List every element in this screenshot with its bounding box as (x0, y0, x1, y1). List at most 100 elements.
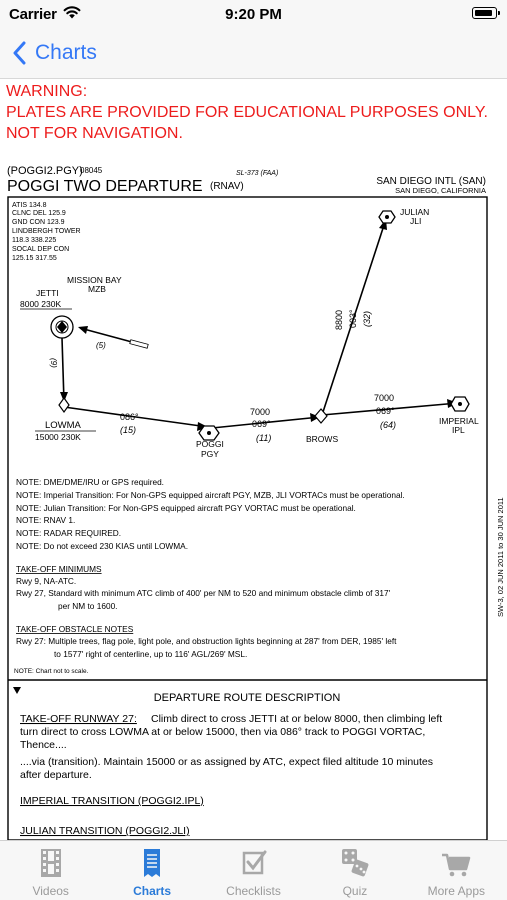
back-button[interactable]: Charts (12, 37, 97, 69)
status-time: 9:20 PM (225, 6, 282, 23)
procedure-title: POGGI TWO DEPARTURE (7, 178, 203, 195)
leg-distance-jetti-lowma: (9) (49, 358, 58, 368)
note-line: NOTE: RADAR REQUIRED. (16, 528, 121, 538)
route-leg-brows-imperial (321, 402, 459, 416)
warning-line: WARNING: (6, 83, 88, 100)
route-description-line: after departure. (20, 769, 92, 781)
fix-jetti (50, 315, 74, 339)
arrowhead-poggi (197, 422, 208, 431)
takeoff-minimums-line: Rwy 27, Standard with minimum ATC climb … (16, 588, 391, 598)
fix-label-julian: JULIAN (400, 207, 429, 217)
leg-distance-brows-julian: (32) (362, 311, 372, 327)
navaid-imperial-symbol (450, 396, 470, 412)
chevron-left-icon (13, 41, 26, 65)
frequency-line: 118.3 338.225 (12, 237, 56, 244)
route-description-line: ....via (transition). Maintain 15000 or … (20, 756, 433, 768)
takeoff-minimums-section: TAKE-OFF MINIMUMS Rwy 9, NA-ATC. Rwy 27,… (16, 564, 391, 611)
departure-chart-plate[interactable]: (POGGI2.PGY) 08045 SL-373 (FAA) POGGI TW… (0, 145, 507, 840)
obstacle-notes-line: Rwy 27: Multiple trees, flag pole, light… (16, 636, 397, 646)
carrier-label: Carrier (9, 6, 57, 23)
effective-dates: SW-3, 02 JUN 2011 to 30 JUN 2011 (496, 497, 505, 617)
procedure-number: 08045 (80, 166, 103, 175)
leg-labels: (9) (5) 086° (15) 7000 069° (11) 7000 06… (49, 309, 396, 443)
route-description-line: Thence.... (20, 739, 67, 751)
leg-course-brows-julian: 003° (348, 309, 358, 328)
scale-note: NOTE: Chart not to scale. (14, 668, 89, 675)
route-leg-poggi-brows (211, 416, 321, 429)
warning-text: WARNING: PLATES ARE PROVIDED FOR EDUCATI… (6, 81, 501, 144)
note-line: NOTE: DME/DME/IRU or GPS required. (16, 477, 164, 487)
route-lines (61, 218, 459, 429)
status-bar: Carrier 9:20 PM (0, 0, 507, 28)
tab-videos[interactable]: Videos (0, 841, 101, 900)
airport-city: SAN DIEGO, CALIFORNIA (395, 186, 486, 195)
tab-charts[interactable]: Charts (101, 841, 202, 900)
fix-label-mission-bay-id: MZB (88, 284, 106, 294)
arrowhead-brows (310, 413, 320, 422)
dice-icon (341, 849, 369, 877)
film-icon (40, 849, 61, 877)
route-arrowheads (60, 219, 458, 431)
cart-icon (442, 853, 471, 877)
tab-label: Videos (32, 884, 69, 898)
route-description-heading: DEPARTURE ROUTE DESCRIPTION (154, 692, 341, 704)
frequency-line: SOCAL DEP CON (12, 246, 69, 253)
back-button-label: Charts (35, 41, 97, 64)
tab-label: Charts (133, 884, 172, 898)
takeoff-minimums-line: Rwy 9, NA-ATC. (16, 576, 76, 586)
frequency-box: ATIS 134.8 CLNC DEL 125.9 GND CON 123.9 … (12, 202, 81, 262)
route-description-line: Climb direct to cross JETTI at or below … (151, 713, 442, 725)
fix-label-lowma: LOWMA (45, 420, 82, 431)
note-line: NOTE: Julian Transition: For Non-GPS equ… (16, 503, 356, 513)
airport-name: SAN DIEGO INTL (SAN) (376, 176, 486, 187)
chart-canvas: (POGGI2.PGY) 08045 SL-373 (FAA) POGGI TW… (7, 165, 505, 840)
battery-icon (472, 7, 500, 19)
leg-course-brows-imperial: 069° (376, 406, 395, 416)
fix-lowma-symbol (58, 396, 70, 414)
wifi-icon (63, 6, 81, 19)
tab-more-apps[interactable]: More Apps (406, 841, 507, 900)
fix-label-mission-bay: MISSION BAY (67, 275, 122, 285)
navaid-poggi-symbol (198, 425, 220, 441)
tab-label: Checklists (226, 884, 281, 898)
obstacle-notes-line: to 1577' right of centerline, up to 116'… (54, 649, 247, 659)
navaid-julian-symbol (378, 210, 396, 224)
tab-quiz[interactable]: Quiz (304, 841, 405, 900)
fix-label-jetti-restriction: 8000 230K (20, 299, 61, 309)
battery-level (474, 9, 492, 16)
takeoff-minimums-heading: TAKE-OFF MINIMUMS (16, 564, 102, 574)
leg-altitude-brows-imperial: 7000 (374, 393, 394, 403)
warning-line: PLATES ARE PROVIDED FOR EDUCATIONAL PURP… (6, 104, 488, 121)
leg-altitude-poggi-brows: 7000 (250, 407, 270, 417)
leg-distance-mzb-jetti: (5) (96, 341, 106, 350)
notes-section: NOTE: DME/DME/IRU or GPS required. NOTE:… (16, 477, 405, 551)
tab-label: Quiz (342, 884, 368, 898)
leg-distance-lowma-poggi: (15) (120, 425, 136, 435)
fix-label-poggi-id: PGY (201, 449, 219, 459)
frequency-line: CLNC DEL 125.9 (12, 210, 66, 217)
note-line: NOTE: Do not exceed 230 KIAS until LOWMA… (16, 541, 188, 551)
warning-line: NOT FOR NAVIGATION. (6, 125, 183, 142)
procedure-code: (POGGI2.PGY) (7, 165, 83, 177)
route-leg-lowma-poggi (63, 406, 209, 428)
route-description-section: DEPARTURE ROUTE DESCRIPTION TAKE-OFF RUN… (20, 692, 442, 837)
sl-number: SL-373 (FAA) (236, 170, 278, 177)
leg-distance-poggi-brows: (11) (256, 433, 271, 443)
amendment-triangle-icon (13, 687, 21, 694)
note-line: NOTE: Imperial Transition: For Non-GPS e… (16, 490, 405, 500)
frequency-line: 125.15 317.55 (12, 255, 57, 262)
frequency-line: LINDBERGH TOWER (12, 228, 81, 235)
fix-label-imperial-id: IPL (452, 425, 465, 435)
tab-label: More Apps (427, 884, 486, 898)
obstacle-notes-heading: TAKE-OFF OBSTACLE NOTES (16, 624, 134, 634)
fix-brows-symbol (314, 408, 328, 424)
radar-vector-symbol (129, 339, 149, 349)
route-leg-brows-julian (321, 218, 387, 416)
tab-checklists[interactable]: Checklists (203, 841, 304, 900)
plate-frame (7, 196, 488, 840)
fix-label-lowma-restriction: 15000 230K (35, 432, 81, 442)
route-description-line: turn direct to cross LOWMA at or below 1… (20, 726, 425, 738)
chart-document-icon (144, 849, 161, 877)
leg-course-poggi-brows: 069° (252, 419, 271, 429)
frequency-line: ATIS 134.8 (12, 202, 47, 209)
